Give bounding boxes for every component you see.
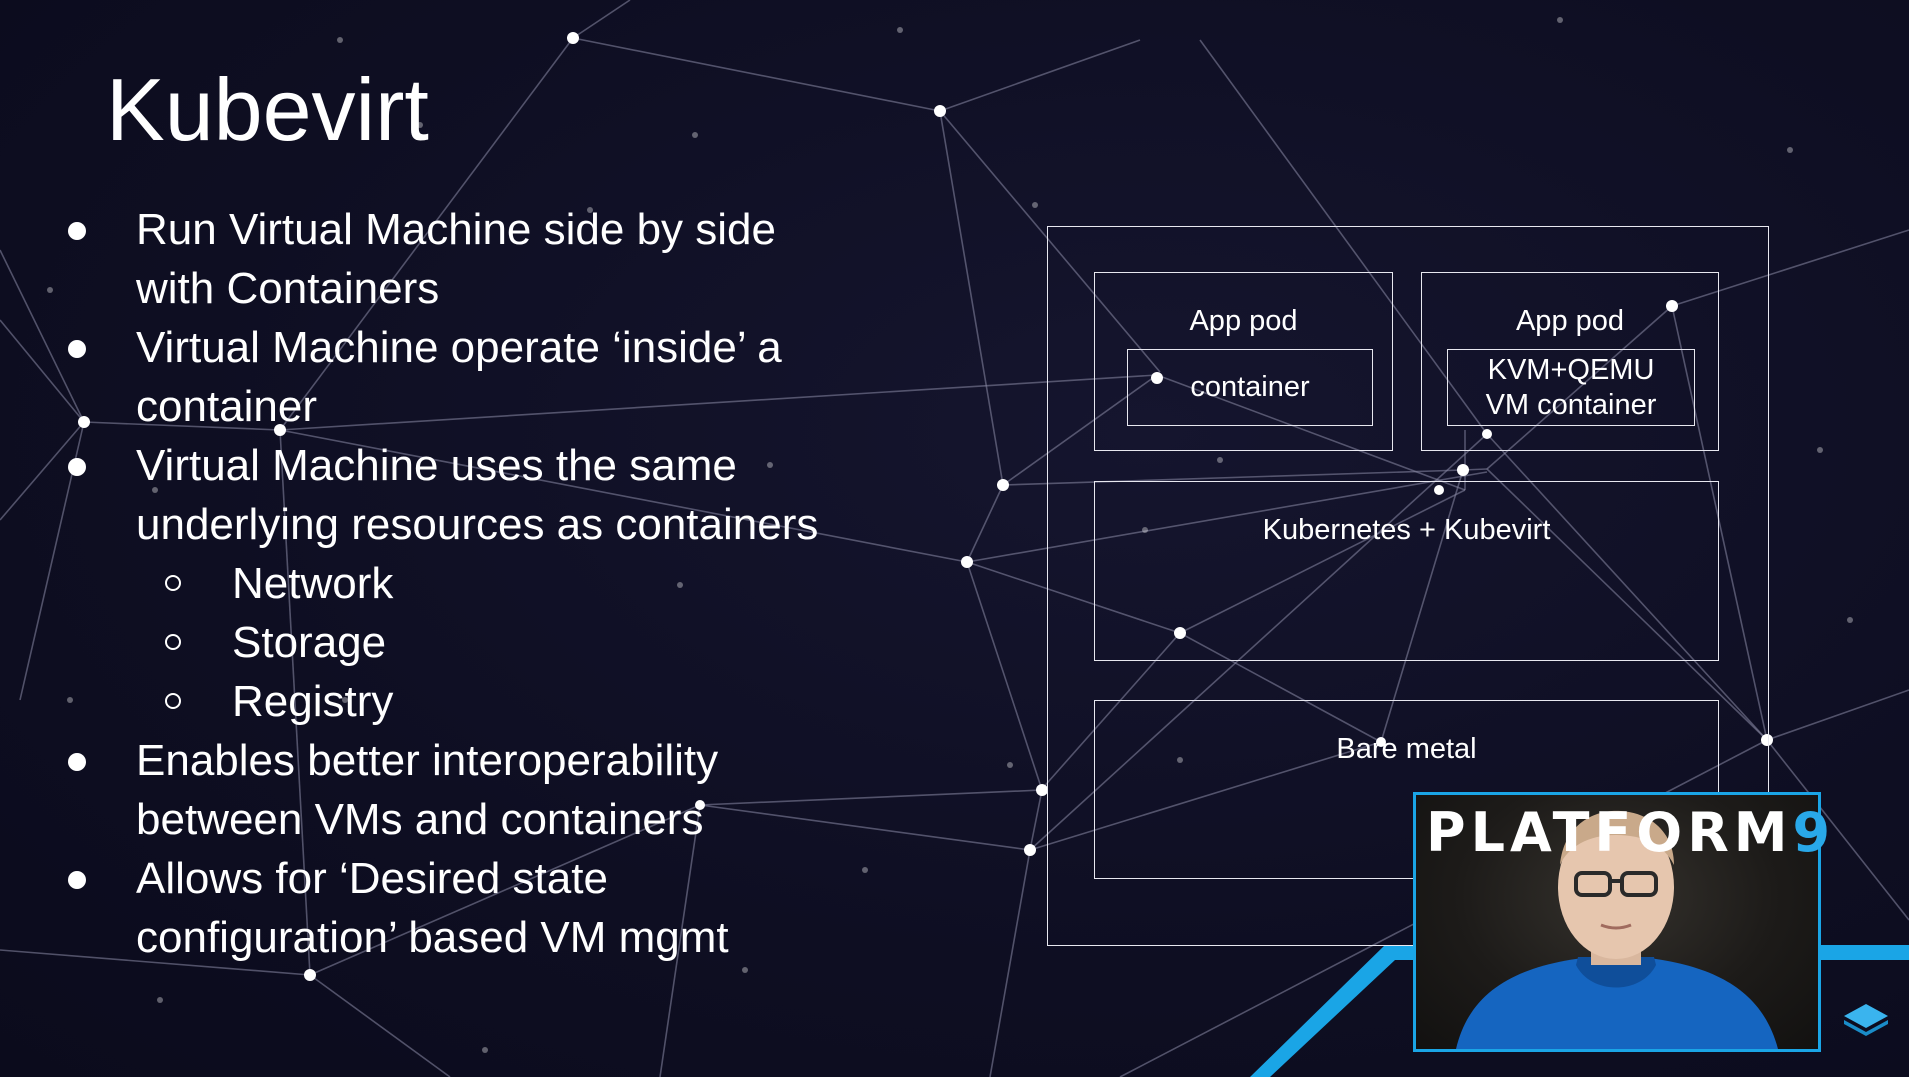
sub-bullet-label: Registry (232, 677, 394, 726)
bullet-line: with Containers (136, 264, 440, 313)
kubernetes-kubevirt-box: Kubernetes + Kubevirt (1094, 481, 1719, 661)
bullet-line: Virtual Machine uses the same (136, 441, 737, 490)
bullet-dot-icon (68, 340, 86, 358)
bullet-line: Run Virtual Machine side by side (136, 205, 776, 254)
webcam-overlay: PLATFORM9 (1413, 792, 1830, 1052)
vm-container-label-line2: VM container (1485, 389, 1657, 421)
bullet-list: Run Virtual Machine side by side with Co… (60, 200, 900, 967)
kubernetes-kubevirt-label: Kubernetes + Kubevirt (1262, 514, 1551, 546)
brand-text: PLATFORM (1426, 801, 1793, 864)
bullet-item: Virtual Machine uses the same underlying… (60, 436, 900, 554)
brand-digit: 9 (1792, 801, 1836, 864)
bullet-dot-icon (68, 222, 86, 240)
bullet-item: Virtual Machine operate ‘inside’ a conta… (60, 318, 900, 436)
vm-container-label-line1: KVM+QEMU (1487, 354, 1655, 386)
bullet-line: Virtual Machine operate ‘inside’ a (136, 323, 782, 372)
sub-bullet-network: Network (60, 554, 900, 613)
vm-container-box: KVM+QEMU VM container (1447, 349, 1695, 426)
sub-bullet-label: Network (232, 559, 394, 608)
bullet-item: Allows for ‘Desired state configuration’… (60, 849, 900, 967)
bullet-dot-icon (68, 871, 86, 889)
bare-metal-box: Bare metal (1094, 700, 1719, 879)
sub-bullet-registry: Registry (60, 672, 900, 731)
bullet-item: Enables better interoperability between … (60, 731, 900, 849)
bare-metal-label: Bare metal (1336, 733, 1477, 765)
sub-bullet-ring-icon (165, 693, 181, 709)
platform9-logo: PLATFORM9 (1426, 801, 1835, 864)
diagram-frame (1047, 226, 1769, 946)
bullet-line: Allows for ‘Desired state (136, 854, 608, 903)
sub-bullet-ring-icon (165, 575, 181, 591)
bullet-line: Enables better interoperability (136, 736, 719, 785)
presenter-video (1456, 810, 1778, 1049)
sub-bullet-ring-icon (165, 634, 181, 650)
bullet-line: underlying resources as containers (136, 500, 819, 549)
bullet-line: container (136, 382, 318, 431)
app-pod-label: App pod (1189, 305, 1298, 337)
sub-bullet-label: Storage (232, 618, 387, 667)
app-pod-box: App pod KVM+QEMU VM container (1421, 272, 1719, 451)
cube-logo-icon (1844, 1004, 1888, 1036)
app-pod-box: App pod container (1094, 272, 1393, 451)
bullet-line: configuration’ based VM mgmt (136, 913, 729, 962)
sub-bullet-storage: Storage (60, 613, 900, 672)
bullet-dot-icon (68, 753, 86, 771)
app-pod-label: App pod (1515, 305, 1625, 337)
bullet-line: between VMs and containers (136, 795, 704, 844)
bullet-item: Run Virtual Machine side by side with Co… (60, 200, 900, 318)
slide-title: Kubevirt (106, 60, 429, 159)
container-label: container (1190, 371, 1310, 403)
bullet-dot-icon (68, 458, 86, 476)
container-box: container (1127, 349, 1373, 426)
